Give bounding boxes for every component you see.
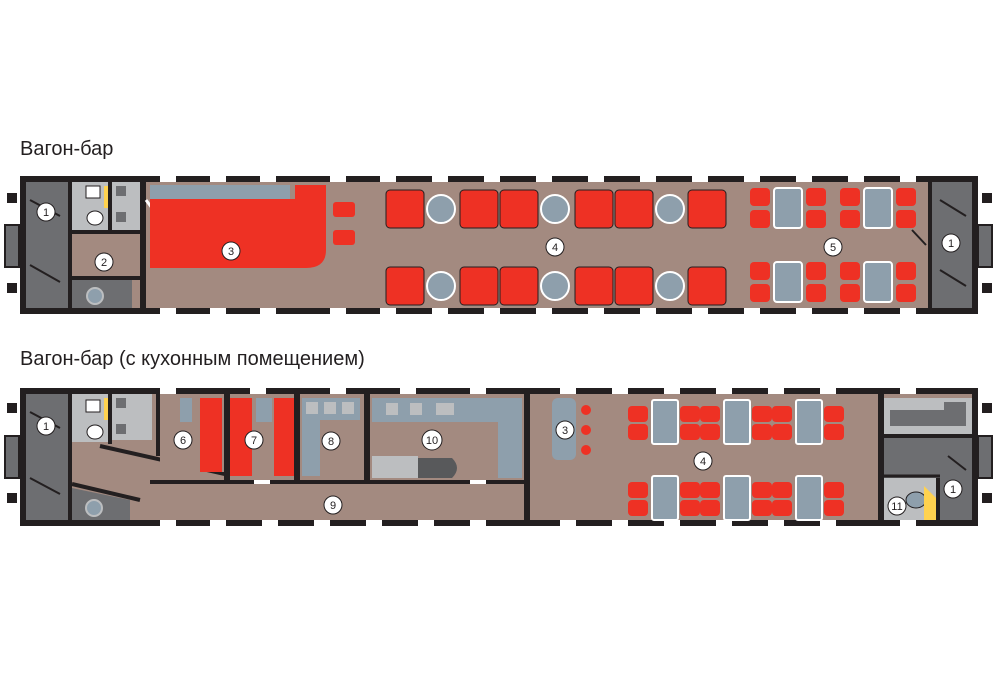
- car1-marker-5: 5: [823, 237, 843, 257]
- car1-marker-2: 2: [94, 252, 114, 272]
- car1-marker-4: 4: [545, 237, 565, 257]
- svg-text:1: 1: [43, 207, 49, 219]
- car2-marker-8: 8: [321, 431, 341, 451]
- svg-text:8: 8: [328, 436, 334, 448]
- car2-plan: 1 6 7 8 10 9 3 4: [4, 388, 993, 526]
- car2-marker-3: 3: [555, 420, 575, 440]
- car2-marker-4: 4: [693, 451, 713, 471]
- svg-text:1: 1: [950, 484, 956, 496]
- svg-text:3: 3: [228, 246, 234, 258]
- svg-text:9: 9: [330, 500, 336, 512]
- svg-text:4: 4: [552, 242, 558, 254]
- svg-text:1: 1: [948, 238, 954, 250]
- svg-text:10: 10: [426, 435, 438, 447]
- svg-text:11: 11: [891, 501, 902, 513]
- car2-marker-9: 9: [323, 495, 343, 515]
- svg-text:6: 6: [180, 435, 186, 447]
- car2-marker-7: 7: [244, 430, 264, 450]
- svg-text:1: 1: [43, 421, 49, 433]
- svg-text:5: 5: [830, 242, 836, 254]
- car2-marker-1-end: 1: [943, 479, 963, 499]
- car1-plan: 1 2 3 4 5 1: [4, 176, 993, 314]
- car2-marker-6: 6: [173, 430, 193, 450]
- car2-marker-10: 10: [421, 429, 443, 451]
- car1-title: Вагон-бар: [20, 138, 114, 160]
- car1-marker-1: 1: [36, 202, 56, 222]
- svg-text:7: 7: [251, 435, 257, 447]
- car2-title: Вагон-бар (с кухонным помещением): [20, 348, 365, 370]
- car2-marker-11: 11: [887, 496, 907, 516]
- car1-marker-3: 3: [221, 241, 241, 261]
- svg-text:4: 4: [700, 456, 706, 468]
- svg-text:2: 2: [101, 257, 107, 269]
- svg-text:3: 3: [562, 425, 568, 437]
- car1-marker-1-end: 1: [941, 233, 961, 253]
- car2-marker-1: 1: [36, 416, 56, 436]
